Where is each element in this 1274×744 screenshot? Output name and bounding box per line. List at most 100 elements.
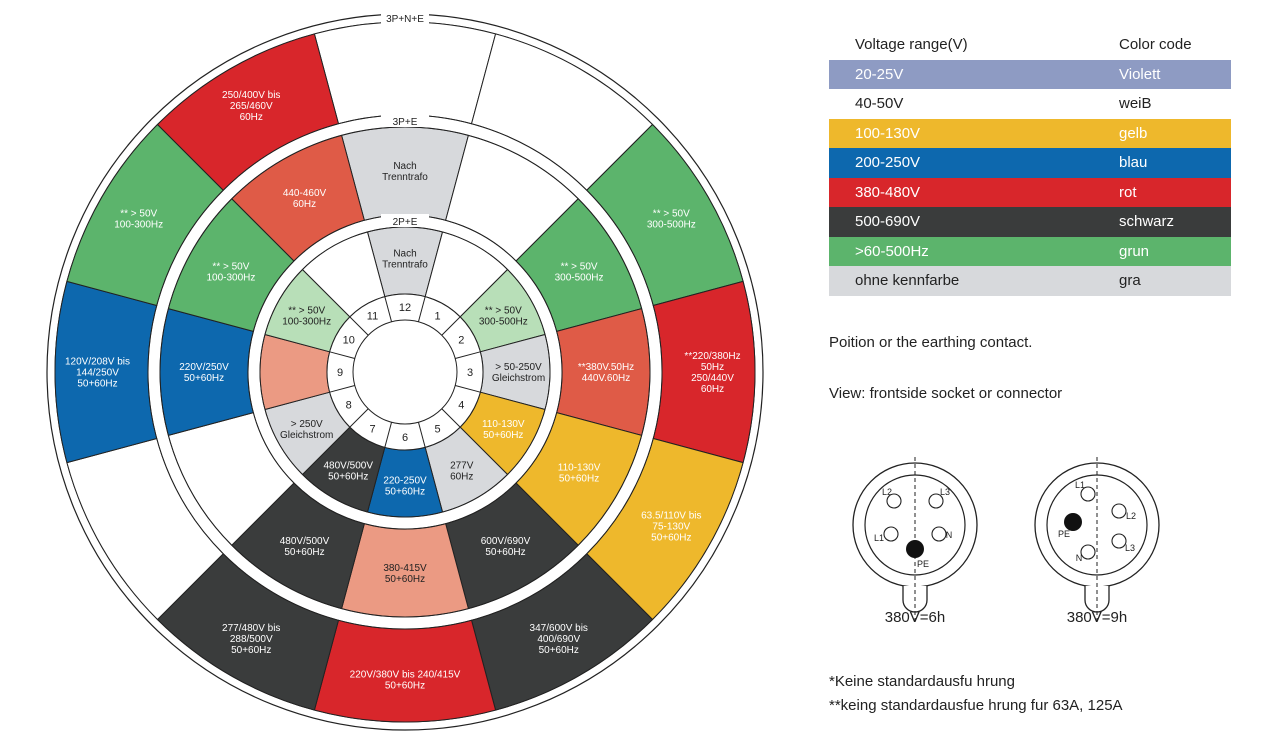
number-divider <box>417 422 426 448</box>
legend-code: gelb <box>1119 124 1148 142</box>
legend-row: 200-250V blau <box>829 148 1231 178</box>
pin-label-n: N <box>1076 553 1083 563</box>
earthing-label-6h: 380V=6h <box>884 609 946 626</box>
color-code-table: Voltage range(V) Color code 20-25V Violet… <box>829 30 1231 296</box>
earthing-note-line1: Poition or the earthing contact. <box>829 334 1033 351</box>
legend-row: 40-50V weiB <box>829 89 1231 119</box>
number-divider <box>349 316 369 336</box>
number-divider <box>329 351 355 360</box>
number-divider <box>384 296 393 322</box>
legend-range: >60-500Hz <box>855 242 929 260</box>
position-number: 10 <box>343 335 355 347</box>
position-number: 7 <box>369 423 375 435</box>
position-number: 6 <box>402 432 408 444</box>
pin-l1 <box>1080 486 1096 502</box>
number-divider <box>329 384 355 393</box>
position-number: 1 <box>434 311 440 323</box>
legend-range: 40-50V <box>855 95 904 113</box>
number-divider <box>349 408 369 428</box>
pin-label-l3: L3 <box>940 487 950 497</box>
legend-range: ohne kennfarbe <box>855 272 960 290</box>
ring-title-bg <box>381 11 429 24</box>
legend-code: gra <box>1119 272 1141 290</box>
pin-n <box>931 526 947 542</box>
pin-n <box>1080 544 1096 560</box>
legend-row: >60-500Hz grun <box>829 236 1231 266</box>
ring-title-outer: 3P+N+E <box>386 14 424 25</box>
pin-l3 <box>928 493 944 509</box>
legend-range: 200-250V <box>855 154 921 172</box>
legend-row: ohne kennfarbe gra <box>829 266 1231 296</box>
pin-label-l2: L2 <box>1126 511 1136 521</box>
legend-range: 100-130V <box>855 124 921 142</box>
number-divider <box>455 351 481 360</box>
legend-code: weiB <box>1119 95 1152 113</box>
legend-row: 500-690V schwarz <box>829 207 1231 237</box>
ring-title-middle: 3P+E <box>393 117 418 128</box>
ring-title-inner: 2P+E <box>393 217 418 228</box>
position-number: 12 <box>399 302 411 314</box>
legend-code: blau <box>1119 154 1148 172</box>
legend-code: schwarz <box>1119 213 1175 231</box>
legend-code: rot <box>1119 183 1137 201</box>
number-divider <box>384 422 393 448</box>
footnote-2: **keing standardausfue hrung fur 63A, 12… <box>829 697 1123 714</box>
legend-range: 20-25V <box>855 65 904 83</box>
number-divider <box>455 384 481 393</box>
position-number: 2 <box>458 335 464 347</box>
ring-title-bg <box>381 114 429 127</box>
position-number: 3 <box>467 367 473 379</box>
legend-range: 500-690V <box>855 213 921 231</box>
pin-label-l2: L2 <box>882 487 892 497</box>
earthing-label-9h: 380V=9h <box>1066 609 1128 626</box>
header-color-code: Color code <box>1119 36 1192 54</box>
pin-l1 <box>883 526 899 542</box>
table-header: Voltage range(V) Color code <box>829 30 1231 60</box>
pin-l2 <box>886 493 902 509</box>
number-divider <box>441 408 461 428</box>
pin-label-l1: L1 <box>1075 480 1085 490</box>
position-number: 8 <box>346 400 352 412</box>
position-number: 4 <box>458 400 464 412</box>
legend-row: 20-25V Violett <box>829 59 1231 89</box>
earthing-note-line2: View: frontside socket or connector <box>829 385 1063 402</box>
hub <box>352 319 458 425</box>
wheel-sector-outer-12 <box>313 21 497 125</box>
pin-label-n: N <box>946 530 953 540</box>
pe-contact <box>1064 513 1082 531</box>
legend-code: Violett <box>1119 65 1161 83</box>
position-number: 9 <box>337 367 343 379</box>
position-number: 11 <box>367 311 378 323</box>
ring-title-bg <box>381 214 429 227</box>
pin-label-pe: PE <box>1058 529 1070 539</box>
legend-row: 100-130V gelb <box>829 118 1231 148</box>
pin-label-pe: PE <box>917 559 929 569</box>
pin-l3 <box>1111 533 1127 549</box>
legend-code: grun <box>1119 242 1150 260</box>
header-voltage-range: Voltage range(V) <box>855 36 968 54</box>
